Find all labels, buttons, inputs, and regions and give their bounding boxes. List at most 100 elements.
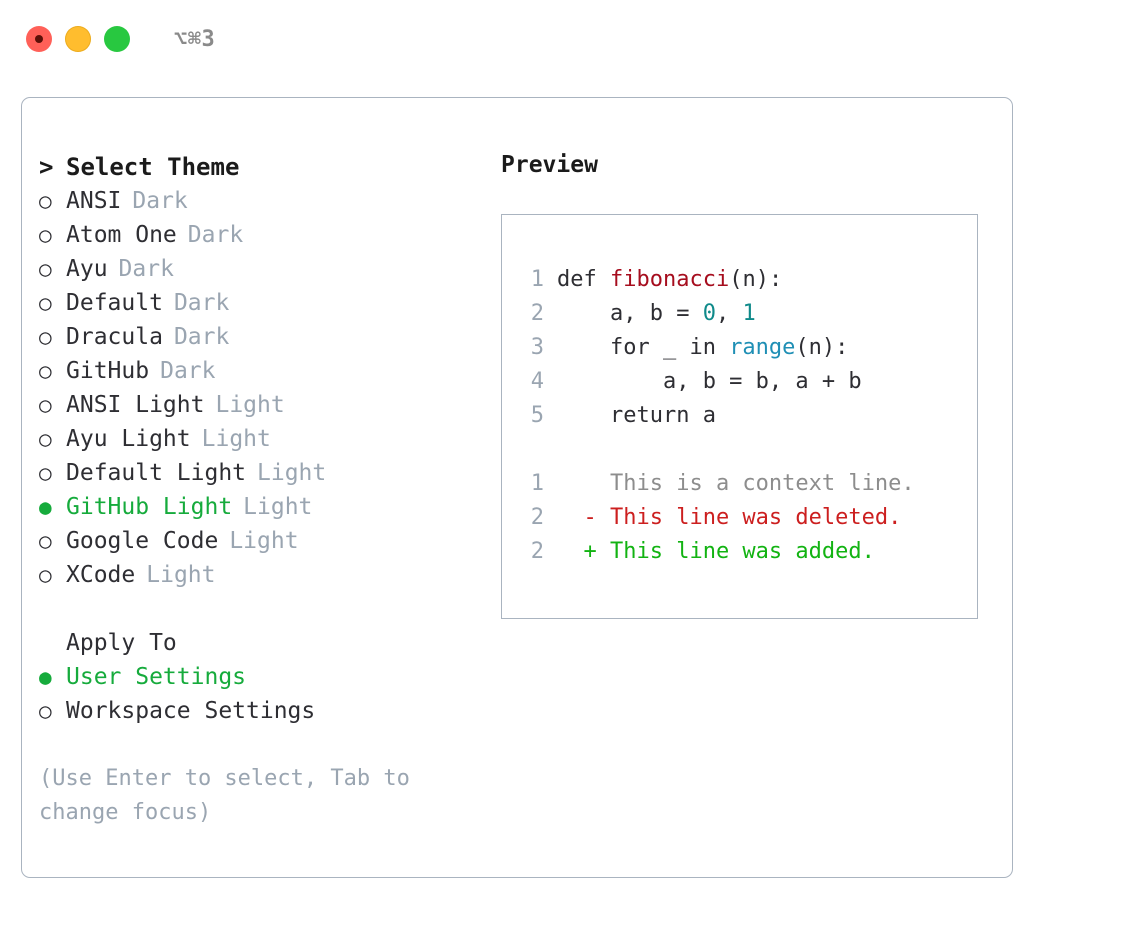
- section-spacer: [39, 592, 479, 626]
- code-token-fn: fibonacci: [609, 267, 730, 292]
- code-token-kw: def: [557, 267, 610, 292]
- theme-option-variant: Light: [201, 426, 271, 452]
- theme-option-label: GitHub Light: [66, 494, 233, 520]
- code-token-plain: a, b =: [557, 301, 703, 326]
- theme-option-ayu[interactable]: ○ Ayu Dark: [39, 252, 479, 286]
- diff-line-added: 2 + This line was added.: [520, 535, 977, 569]
- code-line-text: for _ in range(n):: [557, 331, 848, 365]
- theme-option-default[interactable]: ○ Default Dark: [39, 286, 479, 320]
- radio-unselected-icon: ○: [39, 257, 52, 281]
- theme-option-label: GitHub: [66, 358, 150, 384]
- theme-option-ansi[interactable]: ○ ANSI Dark: [39, 184, 479, 218]
- apply-to-heading-indent: [39, 626, 66, 660]
- keyboard-shortcut-label: ⌥⌘3: [174, 26, 216, 52]
- radio-unselected-icon: ○: [39, 393, 52, 417]
- line-number: 2: [530, 301, 544, 326]
- theme-option-variant: Dark: [173, 290, 230, 316]
- theme-option-label: Dracula: [66, 324, 163, 350]
- theme-option-variant: Light: [257, 460, 327, 486]
- line-number: 2: [530, 505, 544, 530]
- code-token-num: 0: [702, 301, 716, 326]
- theme-option-label: XCode: [66, 562, 136, 588]
- theme-option-label: Atom One: [66, 222, 177, 248]
- close-button[interactable]: [26, 26, 52, 52]
- theme-option-google-code[interactable]: ○ Google Code Light: [39, 524, 479, 558]
- theme-option-variant: Light: [229, 528, 299, 554]
- minimize-button[interactable]: [65, 26, 91, 52]
- apply-to-option-label: User Settings: [66, 664, 247, 690]
- theme-option-variant: Dark: [187, 222, 244, 248]
- radio-selected-icon: ●: [39, 665, 52, 689]
- code-line: 5 return a: [520, 399, 977, 433]
- theme-option-variant: Dark: [160, 358, 216, 384]
- code-diff-spacer: [520, 433, 977, 467]
- preview-title: Preview: [501, 152, 598, 178]
- select-theme-heading: > Select Theme: [39, 150, 479, 184]
- code-token-plain: (n):: [795, 335, 849, 360]
- apply-to-option-workspace-settings[interactable]: ○ Workspace Settings: [39, 694, 479, 728]
- code-token-num: 1: [742, 301, 756, 326]
- theme-option-github[interactable]: ○ GitHub Dark: [39, 354, 479, 388]
- line-number: 5: [530, 403, 544, 428]
- theme-option-label: Default: [66, 290, 163, 316]
- code-token-plain: (n):: [729, 267, 783, 292]
- radio-unselected-icon: ○: [39, 291, 52, 315]
- maximize-button[interactable]: [104, 26, 130, 52]
- code-line: 2 a, b = 0, 1: [520, 297, 977, 331]
- diff-line-text: - This line was deleted.: [557, 505, 902, 530]
- code-token-plain: return a: [557, 403, 716, 428]
- line-number: 2: [530, 539, 544, 564]
- radio-unselected-icon: ○: [39, 359, 52, 383]
- diff-line-deleted: 2 - This line was deleted.: [520, 501, 977, 535]
- line-number: 1: [530, 471, 544, 496]
- code-line-text: return a: [557, 399, 716, 433]
- diff-sample: 1 This is a context line.2 - This line w…: [520, 467, 977, 569]
- code-token-plain: a, b = b, a + b: [557, 369, 862, 394]
- apply-to-heading: Apply To: [39, 626, 479, 660]
- diff-line-text: + This line was added.: [557, 539, 875, 564]
- theme-option-default-light[interactable]: ○ Default Light Light: [39, 456, 479, 490]
- radio-unselected-icon: ○: [39, 699, 52, 723]
- theme-option-variant: Dark: [132, 188, 188, 214]
- theme-option-variant: Dark: [118, 256, 174, 282]
- code-token-plain: for _ in: [557, 335, 730, 360]
- code-line: 3 for _ in range(n):: [520, 331, 977, 365]
- code-token-call: range: [729, 335, 796, 360]
- theme-option-label: Google Code: [66, 528, 219, 554]
- code-line-text: a, b = 0, 1: [557, 297, 756, 331]
- theme-option-label: Default Light: [66, 460, 247, 486]
- apply-to-option-user-settings[interactable]: ● User Settings: [39, 660, 479, 694]
- radio-unselected-icon: ○: [39, 189, 52, 213]
- title-bar: ⌥⌘3: [0, 0, 1140, 78]
- select-theme-heading-label: Select Theme: [66, 153, 240, 181]
- theme-option-variant: Light: [243, 494, 313, 520]
- theme-option-variant: Light: [215, 392, 285, 418]
- diff-line-context: 1 This is a context line.: [520, 467, 977, 501]
- radio-selected-icon: ●: [39, 495, 52, 519]
- apply-to-heading-label: Apply To: [66, 630, 177, 656]
- radio-unselected-icon: ○: [39, 529, 52, 553]
- apply-to-option-label: Workspace Settings: [66, 698, 316, 724]
- code-line-text: def fibonacci(n):: [557, 263, 782, 297]
- radio-unselected-icon: ○: [39, 461, 52, 485]
- theme-option-github-light[interactable]: ● GitHub Light Light: [39, 490, 479, 524]
- line-number: 3: [530, 335, 544, 360]
- theme-option-label: Ayu: [66, 256, 108, 282]
- code-token-plain: ,: [715, 301, 743, 326]
- theme-option-label: ANSI: [66, 188, 122, 214]
- theme-option-variant: Dark: [173, 324, 230, 350]
